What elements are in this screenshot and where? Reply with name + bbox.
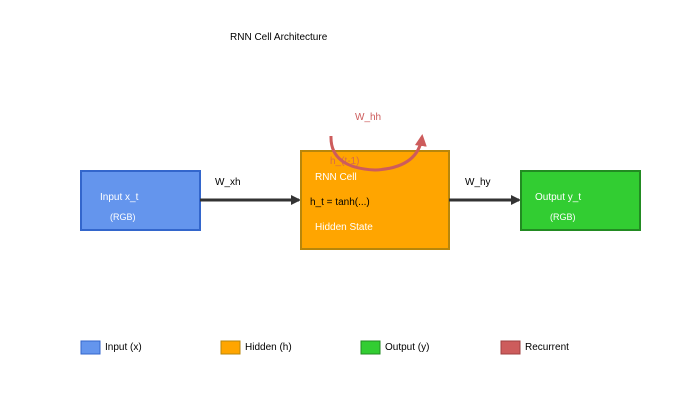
legend-swatch-recurrent — [500, 340, 521, 355]
output-node: Output y_t (RGB) — [520, 170, 641, 231]
legend-swatch-output — [360, 340, 381, 355]
output-node-box — [520, 170, 641, 231]
legend-label-output: Output (y) — [385, 342, 429, 353]
legend-item-recurrent: Recurrent — [500, 340, 569, 355]
output-node-label: Output y_t — [535, 192, 581, 203]
diagram-title: RNN Cell Architecture — [230, 32, 328, 43]
hidden-node: RNN Cell h_t = tanh(...) Hidden State — [300, 150, 450, 250]
input-node: Input x_t (RGB) — [80, 170, 201, 231]
legend-item-output: Output (y) — [360, 340, 429, 355]
input-node-sublabel: (RGB) — [110, 212, 136, 222]
legend-item-hidden: Hidden (h) — [220, 340, 292, 355]
legend-swatch-hidden — [220, 340, 241, 355]
input-node-box — [80, 170, 201, 231]
hidden-node-formula: h_t = tanh(...) — [310, 197, 370, 208]
legend-label-recurrent: Recurrent — [525, 342, 569, 353]
output-node-sublabel: (RGB) — [550, 212, 576, 222]
recurrent-loop-arrow — [329, 134, 427, 172]
hidden-node-label: RNN Cell — [315, 172, 357, 183]
legend-item-input: Input (x) — [80, 340, 142, 355]
legend-swatch-input — [80, 340, 101, 355]
legend-label-input: Input (x) — [105, 342, 142, 353]
legend: Input (x) Hidden (h) Output (y) Recurren… — [80, 340, 569, 355]
recurrent-weight-label: W_hh — [355, 112, 381, 123]
input-to-hidden-weight-label: W_xh — [215, 177, 241, 188]
hidden-to-output-weight-label: W_hy — [465, 177, 491, 188]
legend-label-hidden: Hidden (h) — [245, 342, 292, 353]
input-node-label: Input x_t — [100, 192, 139, 203]
hidden-node-sublabel: Hidden State — [315, 222, 373, 233]
